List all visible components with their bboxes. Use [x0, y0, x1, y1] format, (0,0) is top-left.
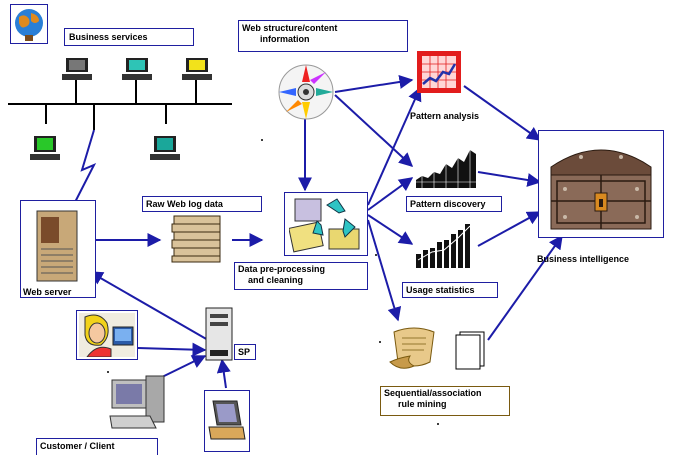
computer-terminal-icon	[150, 134, 180, 167]
pattern-analysis-chart-icon	[416, 50, 462, 99]
data-preprocessing-label: Data pre-processing and cleaning	[234, 262, 368, 290]
business-intelligence-label: Business intelligence	[537, 254, 630, 264]
pattern-analysis-label: Pattern analysis	[410, 111, 480, 121]
business-intelligence-panel	[538, 130, 664, 238]
computer-terminal-icon	[30, 134, 60, 167]
scroll-icon	[388, 326, 438, 375]
client-person-panel	[76, 310, 138, 360]
recycle-icon	[288, 195, 365, 258]
computer-terminal-icon	[182, 56, 212, 87]
web-structure-label: Web structure/content information	[238, 20, 408, 52]
laptop-icon	[207, 397, 247, 452]
documents-icon	[452, 330, 488, 377]
network-bus-icon	[8, 80, 232, 130]
globe-icon	[10, 4, 48, 44]
raw-web-log-label: Raw Web log data	[142, 196, 262, 212]
log-stack-icon	[170, 214, 226, 269]
cd-disc-icon	[276, 62, 336, 127]
person-icon	[79, 313, 135, 362]
client-laptop-panel	[204, 390, 250, 452]
web-server-icon	[35, 209, 79, 288]
computer-icon	[108, 372, 168, 439]
usage-statistics-label: Usage statistics	[402, 282, 498, 298]
isp-computer-icon	[204, 306, 234, 367]
bar-chart-icon	[414, 220, 474, 275]
sequential-rule-mining-label: Sequential/association rule mining	[380, 386, 510, 416]
computer-terminal-icon	[62, 56, 92, 87]
treasure-chest-icon	[545, 137, 657, 236]
pattern-discovery-label: Pattern discovery	[406, 196, 502, 212]
line-chart-icon	[414, 146, 478, 195]
isp-label: SP	[234, 344, 256, 360]
computer-terminal-icon	[122, 56, 152, 87]
preprocessing-panel	[284, 192, 368, 256]
web-server-panel: Web server	[20, 200, 96, 298]
business-services-label: Business services	[64, 28, 194, 46]
customer-client-label: Customer / Client	[36, 438, 158, 455]
web-server-label: Web server	[23, 287, 72, 297]
